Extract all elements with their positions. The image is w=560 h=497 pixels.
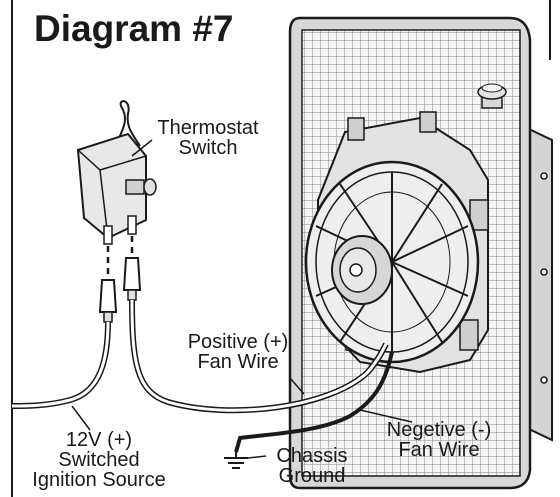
leader-chassis <box>247 455 267 459</box>
chassis-label-line-2: Ground <box>278 465 346 487</box>
thermostat-label-line-2: Switch <box>178 137 238 159</box>
radiator-cap-icon <box>477 83 507 109</box>
negative-label-line-1: Negetive (-) <box>386 419 492 441</box>
ignition-label-line-3: Ignition Source <box>32 469 166 491</box>
positive-label-line-1: Positive (+) <box>187 331 289 353</box>
ignition-wire <box>11 321 110 408</box>
thermostat-switch-icon <box>76 100 157 245</box>
ignition-label-line-1: 12V (+) <box>65 429 133 451</box>
chassis-label-line-1: Chassis <box>276 445 348 467</box>
ignition-source-label: 12V (+) Switched Ignition Source <box>14 430 184 490</box>
negative-label-line-2: Fan Wire <box>398 439 480 461</box>
electric-fan-icon <box>304 111 489 374</box>
positive-label-line-2: Fan Wire <box>197 351 279 373</box>
thermostat-label-line-1: Thermostat <box>157 117 259 139</box>
leader-thermostat <box>131 139 153 157</box>
fan-bracket-right <box>469 199 489 231</box>
fan-bracket-top <box>347 117 365 141</box>
thermostat-capillary <box>117 100 141 147</box>
thermostat-switch-label: Thermostat Switch <box>150 118 266 158</box>
wire-connector-icon <box>122 257 142 301</box>
ground-symbol-icon <box>224 452 248 469</box>
thermostat-body <box>76 132 147 240</box>
fan-bracket-bottom-right <box>459 319 479 351</box>
diagram-title: Diagram #7 <box>34 8 234 49</box>
thermostat-terminal-right <box>127 215 137 235</box>
thermostat-terminal-left <box>103 225 113 245</box>
negative-fan-wire-label: Negetive (-) Fan Wire <box>374 420 504 460</box>
positive-fan-wire-label: Positive (+) Fan Wire <box>174 332 302 372</box>
leader-positive <box>289 377 305 395</box>
wire-connector-icon <box>98 279 118 323</box>
ignition-label-line-2: Switched <box>58 449 140 471</box>
positive-wire <box>130 299 388 412</box>
leader-negative <box>359 409 413 423</box>
chassis-ground-label: Chassis Ground <box>260 446 364 486</box>
ignition-wire-outline <box>11 321 111 409</box>
fan-bracket-top-right <box>419 111 437 133</box>
leader-ignition <box>71 405 91 431</box>
negative-wire <box>234 351 394 453</box>
